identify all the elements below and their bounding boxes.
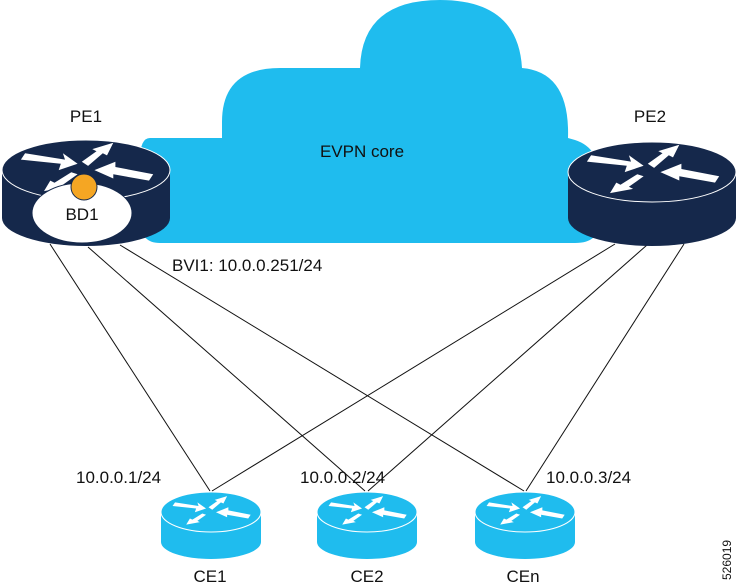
ce2-address: 10.0.0.2/24 (300, 468, 385, 487)
ce2-router[interactable] (316, 491, 418, 559)
bvi-label: BVI1: 10.0.0.251/24 (172, 256, 322, 275)
link-pe2-ce1 (211, 243, 616, 492)
link-pe1-cen (119, 244, 525, 492)
router-top (316, 491, 418, 533)
cen-label: CEn (506, 567, 539, 586)
ce2-label: CE2 (350, 567, 383, 586)
ce1-router[interactable] (160, 491, 262, 559)
link-pe2-ce2 (367, 244, 648, 492)
link-pe1-ce2 (87, 246, 366, 492)
router-top (567, 141, 737, 203)
cloud-label: EVPN core (320, 142, 404, 161)
pe1-router[interactable]: BD1 (1, 139, 171, 246)
router-top (474, 491, 576, 533)
bridge-domain-label: BD1 (65, 205, 98, 224)
links (49, 243, 685, 492)
figure-id: 526019 (720, 540, 734, 580)
ce1-label: CE1 (193, 567, 226, 586)
evpn-core-cloud: EVPN core (140, 0, 600, 243)
cen-router[interactable] (474, 491, 576, 559)
pe2-router[interactable] (567, 141, 737, 246)
cen-address: 10.0.0.3/24 (546, 468, 631, 487)
pe2-label: PE2 (634, 107, 666, 126)
ce1-address: 10.0.0.1/24 (76, 468, 161, 487)
cloud-shape (140, 0, 600, 243)
pe1-label: PE1 (70, 107, 102, 126)
bd-attachment-dot (70, 173, 98, 201)
link-pe1-ce1 (49, 243, 211, 492)
router-top (160, 491, 262, 533)
link-pe2-cen (525, 243, 685, 492)
